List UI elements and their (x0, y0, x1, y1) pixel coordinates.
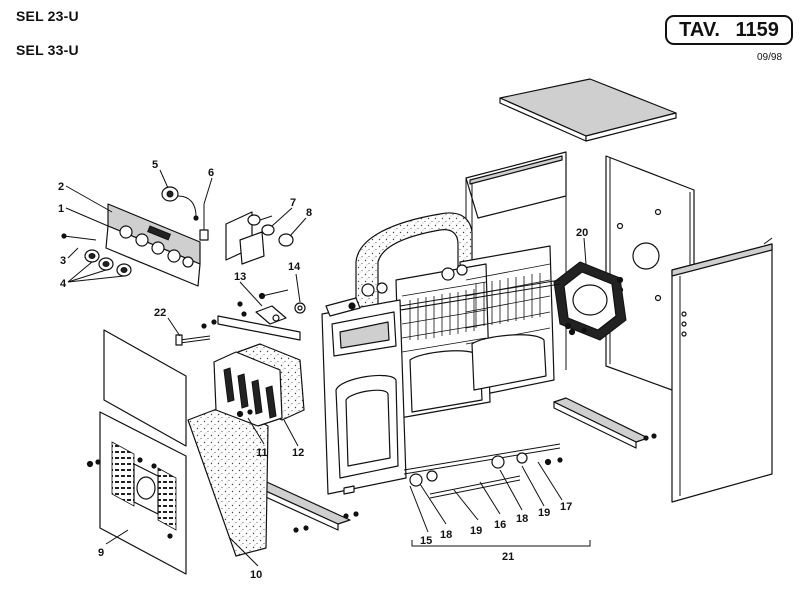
callout-8: 8 (306, 207, 312, 219)
callout-14: 14 (288, 261, 301, 273)
callout-4: 4 (60, 278, 67, 290)
component-bracket (225, 211, 294, 265)
callout-1: 1 (58, 203, 64, 215)
indicator-lamp (199, 204, 209, 241)
front-section-door (321, 297, 407, 495)
callout-11: 11 (256, 447, 268, 459)
callout-17: 17 (560, 501, 572, 513)
callout-16: 16 (494, 519, 506, 531)
callout-18a: 18 (440, 529, 452, 541)
tie-rods (361, 264, 587, 487)
callout-9: 9 (98, 547, 104, 559)
callout-2: 2 (58, 181, 64, 193)
heat-exchanger-sections (395, 245, 555, 499)
table-reference-box: TAV. 1159 (665, 15, 793, 45)
front-insulation-pad (187, 403, 269, 557)
control-knobs (84, 249, 132, 277)
revision-date: 09/98 (757, 52, 783, 63)
callout-19b: 19 (538, 507, 550, 519)
callout-6: 6 (208, 167, 214, 179)
callout-10: 10 (250, 569, 262, 581)
callout-20: 20 (576, 227, 588, 239)
callout-12: 12 (292, 447, 304, 459)
callout-21: 21 (502, 551, 514, 563)
model-label-2: SEL 33-U (16, 42, 79, 58)
callout-7: 7 (290, 197, 296, 209)
left-side-panel (671, 237, 773, 503)
top-cover (499, 78, 677, 142)
callout-13: 13 (234, 271, 246, 283)
callout-3: 3 (60, 255, 66, 267)
model-label-1: SEL 23-U (16, 8, 79, 24)
callout-19a: 19 (470, 525, 482, 537)
base-rails (245, 397, 657, 533)
leader-lines (65, 169, 591, 567)
sight-glass-bracket (201, 289, 306, 341)
front-lower-panel (86, 411, 187, 575)
callout-18b: 18 (516, 513, 528, 525)
inspection-plate (213, 343, 305, 427)
callout-22: 22 (154, 307, 166, 319)
thermostat (161, 186, 199, 221)
callout-labels: 2 1 3 4 5 6 7 8 13 14 22 11 12 9 10 15 1… (58, 159, 588, 581)
sensor-probe (61, 233, 97, 241)
fixing-screw (175, 334, 211, 346)
front-upper-panel (103, 329, 187, 447)
flue-gasket (553, 261, 627, 341)
callout-15: 15 (420, 535, 432, 547)
control-panel (105, 203, 201, 287)
callout-5: 5 (152, 159, 158, 171)
